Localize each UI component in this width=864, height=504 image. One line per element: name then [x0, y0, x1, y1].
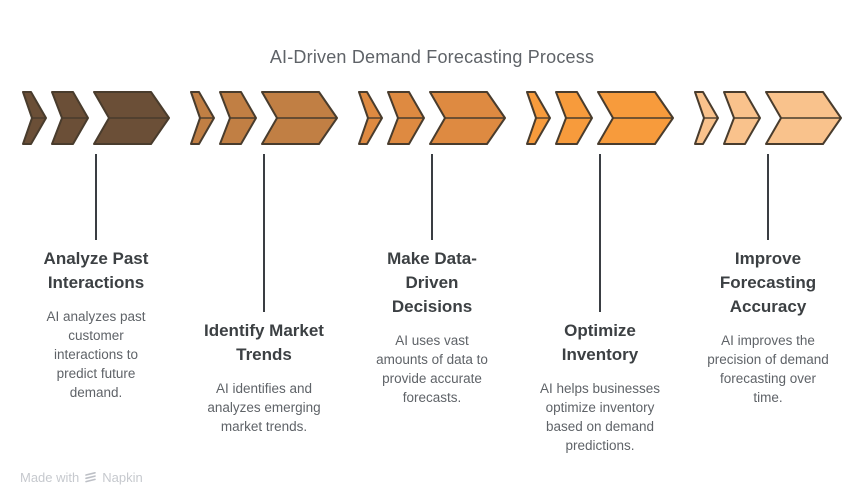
connector-line [599, 154, 601, 312]
step-text: Optimize Inventory AI helps businesses o… [510, 319, 690, 455]
made-with-napkin-watermark: Made with Napkin [20, 470, 143, 485]
step-title: Analyze Past Interactions [43, 249, 149, 292]
step-description: AI uses vast amounts of data to provide … [376, 333, 488, 405]
step-title: Make Data- Driven Decisions [387, 249, 477, 316]
step-text: Make Data- Driven Decisions AI uses vast… [342, 247, 522, 407]
chevron-arrows [358, 91, 506, 145]
diagram-title: AI-Driven Demand Forecasting Process [269, 47, 595, 67]
connector-line [767, 154, 769, 240]
step-description: AI identifies and analyzes emerging mark… [207, 381, 321, 434]
chevron-arrows [694, 91, 842, 145]
step-text: Improve Forecasting Accuracy AI improves… [678, 247, 858, 407]
step-text: Analyze Past Interactions AI analyzes pa… [6, 247, 186, 402]
chevron-arrows [526, 91, 674, 145]
step-text: Identify Market Trends AI identifies and… [174, 319, 354, 436]
connector-line [431, 154, 433, 240]
napkin-brand-label: Napkin [102, 470, 143, 485]
connector-line [263, 154, 265, 312]
step-title: Optimize Inventory [561, 321, 639, 364]
step-description: AI helps businesses optimize inventory b… [539, 381, 661, 453]
step-description: AI analyzes past customer interactions t… [46, 309, 146, 400]
step-description: AI improves the precision of demand fore… [707, 333, 829, 405]
connector-line [95, 154, 97, 240]
chevron-arrows [190, 91, 338, 145]
step-title: Improve Forecasting Accuracy [719, 249, 817, 316]
chevron-arrows [22, 91, 170, 145]
step-title: Identify Market Trends [204, 321, 324, 364]
napkin-logo-icon [85, 471, 97, 483]
made-with-label: Made with [20, 470, 80, 485]
